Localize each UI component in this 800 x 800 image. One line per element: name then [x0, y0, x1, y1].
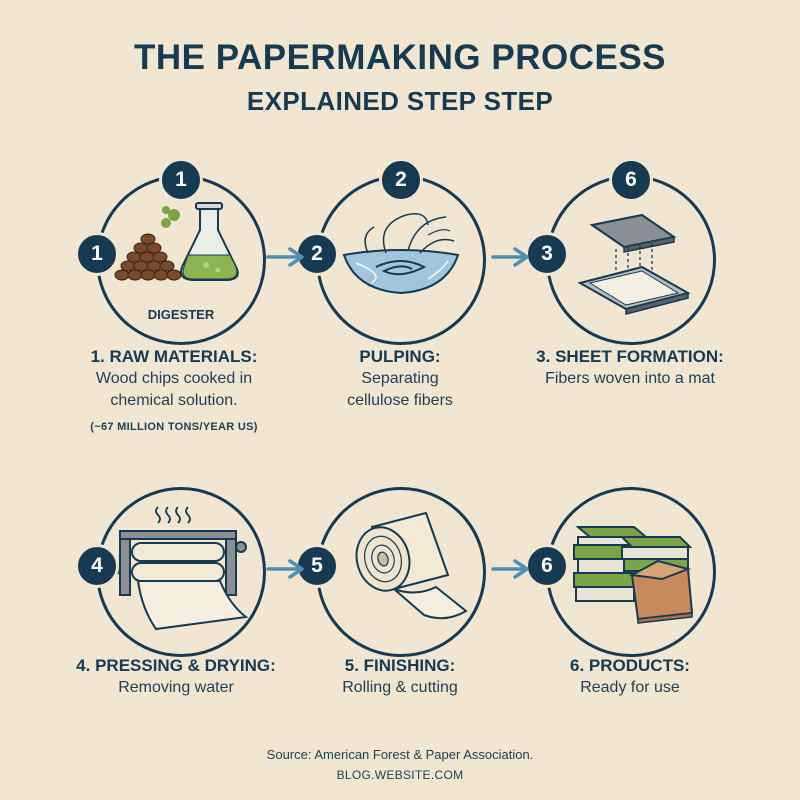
- step-5-title: 5. FINISHING:: [344, 656, 456, 675]
- step-3-desc-line: Fibers woven into a mat: [545, 370, 715, 387]
- step-6-products: 6: [525, 487, 716, 657]
- paper-roll-icon: [355, 511, 468, 620]
- step-1-title: 1. RAW MATERIALS:: [90, 347, 258, 366]
- press-roller-icon: [109, 506, 249, 631]
- step-4-side-badge: 4: [75, 544, 119, 588]
- step-5-caption: 5. FINISHING: Rolling & cutting: [270, 656, 530, 698]
- step-2-top-badge: 2: [379, 158, 423, 202]
- step-2-desc-line: Separating: [361, 370, 439, 387]
- arrow-right-icon: [266, 247, 304, 267]
- step-4-title: 4. PRESSING & DRYING:: [76, 656, 276, 675]
- step-2-desc-line: cellulose fibers: [347, 392, 453, 409]
- step-2-pulping: 2 2: [295, 158, 486, 345]
- source-credit: Source: American Forest & Paper Associat…: [266, 747, 534, 762]
- step-4-pressing-drying: 4: [75, 487, 266, 657]
- step-1-desc-line: Wood chips cooked in: [95, 370, 253, 387]
- step-6-desc-line: Ready for use: [580, 679, 680, 696]
- arrow-right-icon: [491, 247, 529, 267]
- step-6-title: 6. PRODUCTS:: [570, 656, 690, 675]
- arrow-right-icon: [266, 559, 304, 579]
- step-6-side-badge: 6: [525, 544, 569, 588]
- step-1-raw-materials: DIGESTER 1 1: [75, 158, 266, 345]
- site-url: BLOG.WEBSITE.COM: [336, 768, 464, 782]
- step-3-title: 3. SHEET FORMATION:: [536, 347, 724, 366]
- step-1-desc-line: chemical solution.: [110, 392, 238, 409]
- step-4-caption: 4. PRESSING & DRYING: Removing water: [46, 656, 306, 698]
- step-5-finishing: 5: [295, 487, 486, 657]
- step-3-top-badge: 6: [609, 158, 653, 202]
- step-1-side-badge: 1: [75, 232, 119, 276]
- step-1-top-badge: 1: [159, 158, 203, 202]
- step-3-sheet-formation: 6 3: [525, 158, 716, 345]
- step-2-caption: PULPING: Separating cellulose fibers: [270, 347, 530, 411]
- arrow-right-icon: [491, 559, 529, 579]
- page-title: THE PAPERMAKING PROCESS: [133, 38, 667, 77]
- step-3-side-badge: 3: [525, 232, 569, 276]
- step-1-note: (~67 MILLION TONS/YEAR US): [90, 421, 258, 433]
- step-5-desc-line: Rolling & cutting: [342, 679, 458, 696]
- step-6-caption: 6. PRODUCTS: Ready for use: [500, 656, 760, 698]
- pulp-swirl-icon: [342, 213, 460, 295]
- screen-mesh-icon: [577, 213, 691, 315]
- page-subtitle: EXPLAINED STEP STEP: [246, 86, 554, 116]
- step-3-caption: 3. SHEET FORMATION: Fibers woven into a …: [500, 347, 760, 389]
- digester-flask-icon: [114, 202, 239, 281]
- digester-label: DIGESTER: [147, 307, 215, 322]
- step-2-title: PULPING:: [359, 347, 441, 366]
- step-1-caption: 1. RAW MATERIALS: Wood chips cooked in c…: [44, 347, 304, 433]
- books-box-icon: [573, 526, 694, 624]
- step-4-desc-line: Removing water: [118, 679, 234, 696]
